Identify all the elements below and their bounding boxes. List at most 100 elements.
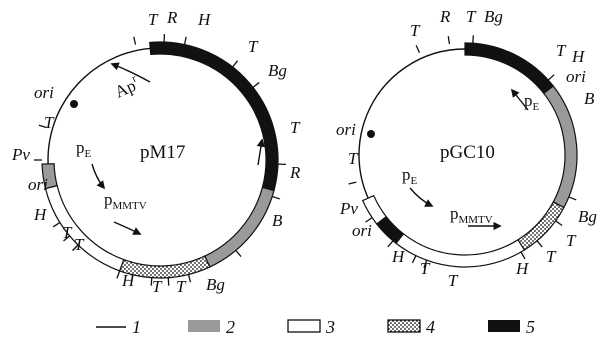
legend-item: 5 — [488, 317, 535, 337]
site-label: Bg — [268, 61, 287, 80]
legend-swatch-black — [488, 320, 520, 332]
segment-black — [149, 41, 279, 192]
site-label: H — [391, 247, 406, 266]
restriction-site-tick — [520, 251, 526, 260]
site-label: R — [289, 163, 301, 182]
site-label: T — [420, 259, 431, 278]
restriction-site-tick — [63, 235, 71, 242]
amp-direction-arrow — [110, 62, 151, 83]
segment-open — [395, 232, 526, 268]
ampicillin-resistance-label: Apr — [111, 72, 142, 101]
legend-swatch-gray — [188, 320, 220, 332]
pe-direction-arrow — [409, 187, 434, 207]
restriction-site-tick — [423, 260, 428, 268]
site-label: T — [546, 247, 557, 266]
site-label: Bg — [484, 7, 503, 26]
restriction-site-tick — [183, 36, 187, 45]
site-label: H — [197, 10, 212, 29]
site-label: T — [176, 277, 187, 296]
restriction-site-tick — [555, 220, 563, 227]
restriction-site-tick — [365, 217, 373, 223]
site-label: ori — [34, 83, 54, 102]
site-label: T — [62, 223, 73, 242]
site-label: H — [121, 271, 136, 290]
restriction-site-tick — [150, 277, 153, 286]
segment-gray — [41, 163, 58, 190]
promoter-pe: pE — [76, 138, 92, 160]
vector-backbone-line — [49, 47, 151, 141]
restriction-site-tick — [411, 255, 417, 264]
legend-item: 1 — [96, 317, 141, 337]
site-label: ori — [352, 221, 372, 240]
site-label: T — [556, 41, 567, 60]
plasmid-ring — [41, 41, 279, 279]
legend: 1 2 3 4 5 — [96, 317, 535, 337]
legend-swatch-dotted — [387, 319, 421, 333]
site-label: B — [272, 211, 283, 230]
plasmid-ring — [358, 42, 578, 268]
restriction-site-tick — [187, 274, 192, 283]
site-label: T — [410, 21, 421, 40]
legend-item: 3 — [287, 317, 335, 337]
site-label: T — [448, 271, 459, 290]
legend-number: 4 — [426, 317, 435, 337]
site-label: T — [148, 10, 159, 29]
ori-dot — [70, 100, 78, 108]
site-label: B — [584, 89, 595, 108]
site-label: Bg — [578, 207, 597, 226]
site-label: Pv — [11, 145, 30, 164]
restriction-site-tick — [536, 240, 543, 248]
site-label: ori — [566, 67, 586, 86]
mmtv-direction-arrow — [113, 221, 142, 235]
promoter-pe: pE — [402, 165, 418, 187]
legend-number: 3 — [325, 317, 335, 337]
vector-backbone-line — [358, 115, 369, 199]
site-label: R — [439, 7, 451, 26]
restriction-site-tick — [447, 36, 451, 45]
restriction-site-tick — [568, 196, 577, 201]
restriction-site-tick — [235, 249, 242, 257]
restriction-site-tick — [232, 60, 239, 68]
site-label: T — [248, 37, 259, 56]
site-label: T — [566, 231, 577, 250]
site-label: T — [44, 113, 55, 132]
restriction-site-tick — [38, 124, 47, 129]
legend-item: 4 — [387, 317, 435, 337]
site-label: T — [348, 149, 359, 168]
restriction-site-tick — [52, 221, 61, 228]
plasmid-name: pGC10 — [440, 142, 495, 163]
plasmid-name: pM17 — [140, 142, 185, 163]
site-label: H — [571, 47, 586, 66]
site-label: R — [166, 8, 178, 27]
restriction-site-tick — [116, 270, 121, 279]
site-label: T — [152, 277, 163, 296]
restriction-site-tick — [547, 74, 555, 81]
promoter-mmtv: pMMTV — [104, 190, 147, 212]
promoter-pe: pE — [524, 91, 540, 113]
site-label: Pv — [339, 199, 358, 218]
pe-direction-arrow — [510, 88, 529, 111]
site-label: Bg — [206, 275, 225, 294]
restriction-ticks — [34, 34, 286, 286]
site-label: ori — [336, 120, 356, 139]
site-label: T — [466, 7, 477, 26]
site-label: H — [33, 205, 48, 224]
plasmid-pm17: pM17 pE pMMTV Apr T R H T Bg T R B Bg T … — [11, 8, 301, 296]
restriction-ticks — [348, 35, 577, 268]
restriction-site-tick — [252, 81, 260, 88]
ori-dot — [367, 130, 375, 138]
gene-direction-arrow — [256, 138, 266, 166]
site-label: T — [290, 118, 301, 137]
vector-backbone-line — [366, 48, 466, 116]
legend-item: 2 — [188, 317, 235, 337]
pe-direction-arrow — [91, 163, 106, 190]
restriction-site-tick — [348, 181, 357, 185]
restriction-site-tick — [272, 195, 281, 200]
segment-dotted — [517, 201, 565, 251]
site-label: T — [74, 235, 85, 254]
legend-number: 5 — [526, 317, 535, 337]
segment-black — [464, 42, 555, 95]
segment-gray — [542, 85, 578, 209]
plasmid-pgc10: pGC10 pE pE pMMTV T R T Bg T H ori B Bg … — [336, 7, 597, 290]
